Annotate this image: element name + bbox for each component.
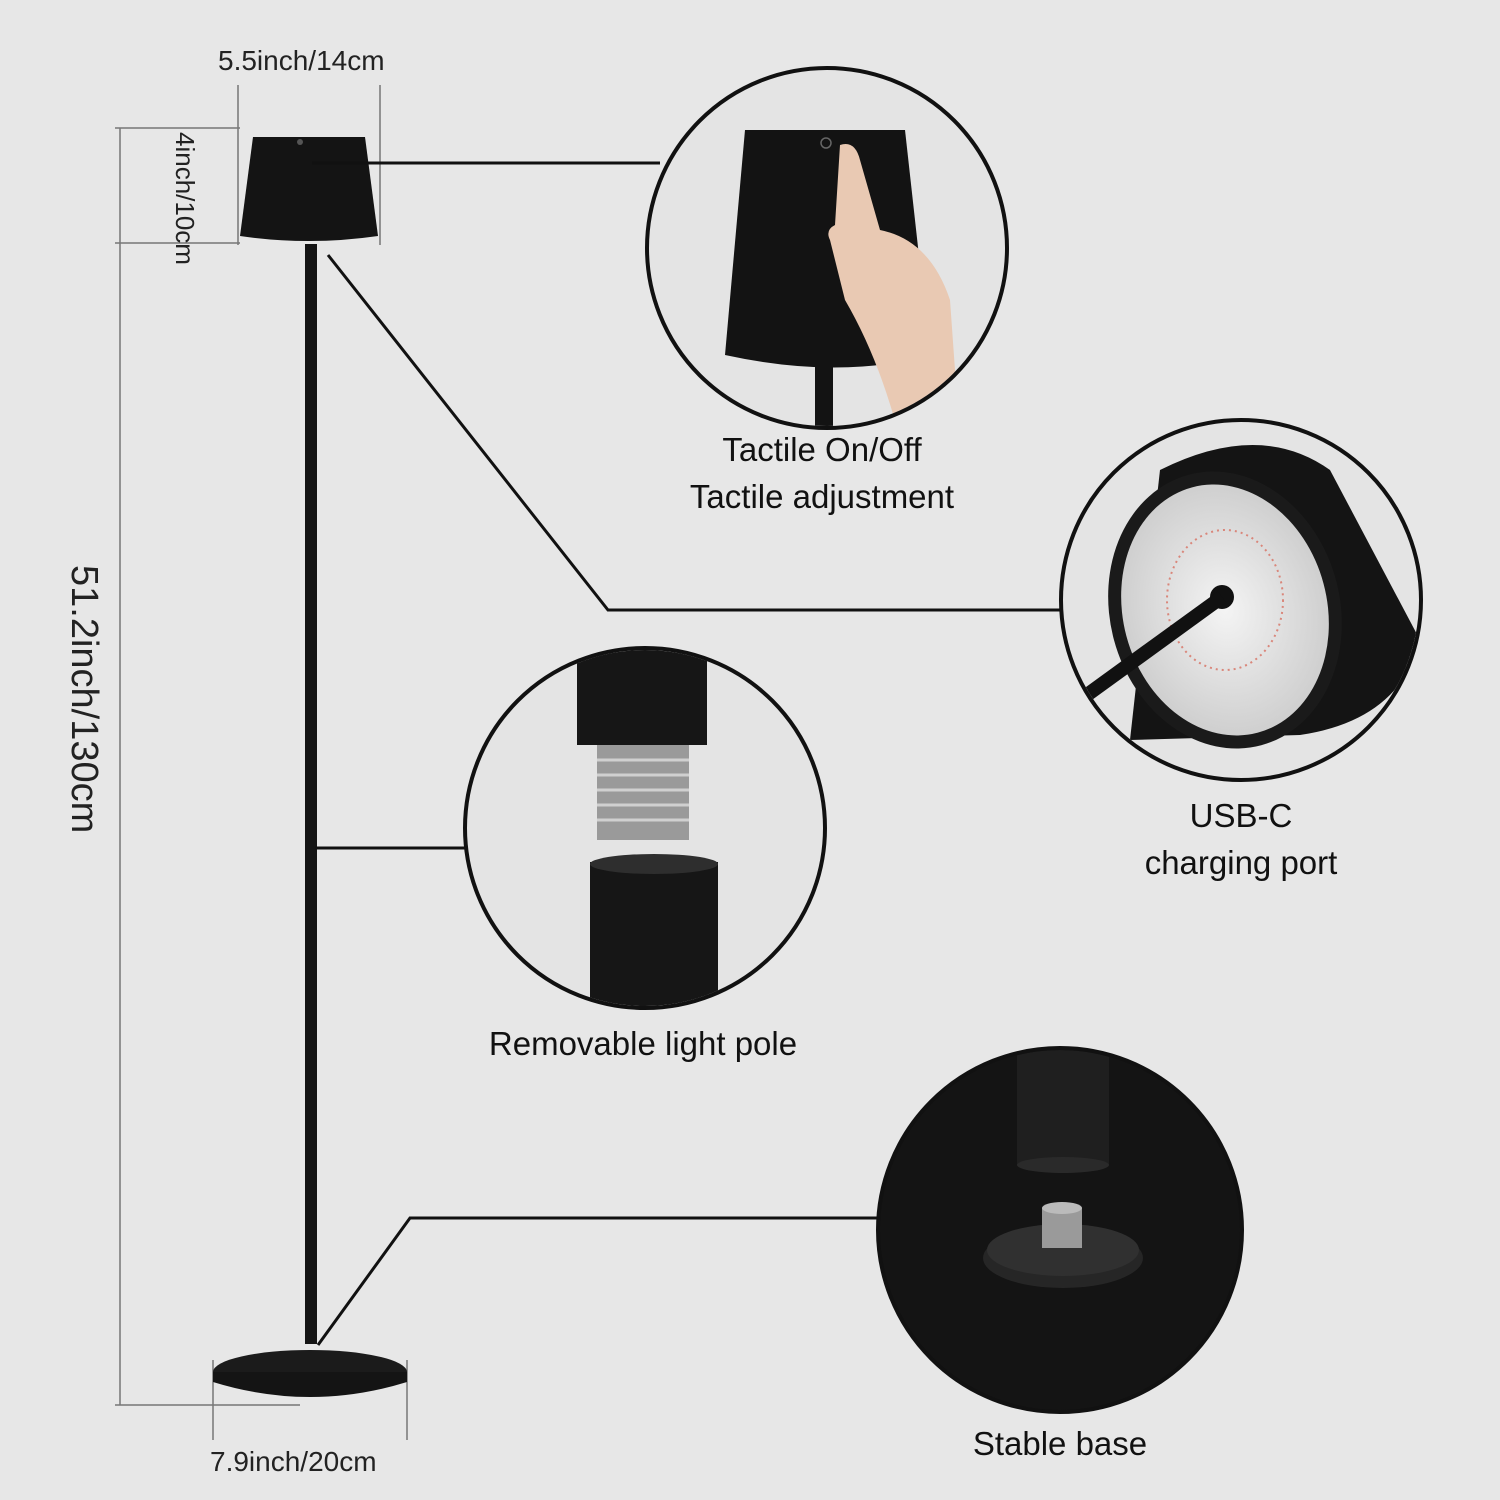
callout-lines (312, 161, 1062, 1346)
touch-detail-image (645, 66, 1009, 430)
usb-callout-label: USB-C charging port (1145, 792, 1338, 886)
lamp-pole (305, 244, 317, 1344)
callout-line: Tactile On/Off (722, 431, 922, 468)
usb-c-detail-image (1059, 418, 1423, 782)
base-callout-label: Stable base (972, 1425, 1148, 1462)
pole-callout-label: Removable light pole (488, 1025, 798, 1062)
head-height-label: 4inch/10cm (170, 132, 200, 265)
head-width-label: 5.5inch/14cm (218, 45, 385, 76)
callout-line: Tactile adjustment (689, 478, 955, 515)
touch-callout-label: Tactile On/Off Tactile adjustment (690, 426, 954, 520)
dimension-lines (115, 85, 408, 1440)
base-width-label: 7.9inch/20cm (210, 1446, 377, 1477)
total-height-label: 51.2inch/130cm (63, 565, 105, 834)
callout-line: USB-C (1189, 797, 1293, 834)
lamp-head (240, 137, 378, 241)
finger-icon (828, 144, 960, 426)
base-detail-image (876, 1046, 1244, 1414)
touch-button-icon (297, 139, 303, 145)
lamp-base (213, 1372, 407, 1397)
pole-detail-image (463, 646, 827, 1010)
callout-line: charging port (1144, 844, 1338, 881)
floor-lamp (213, 137, 407, 1397)
